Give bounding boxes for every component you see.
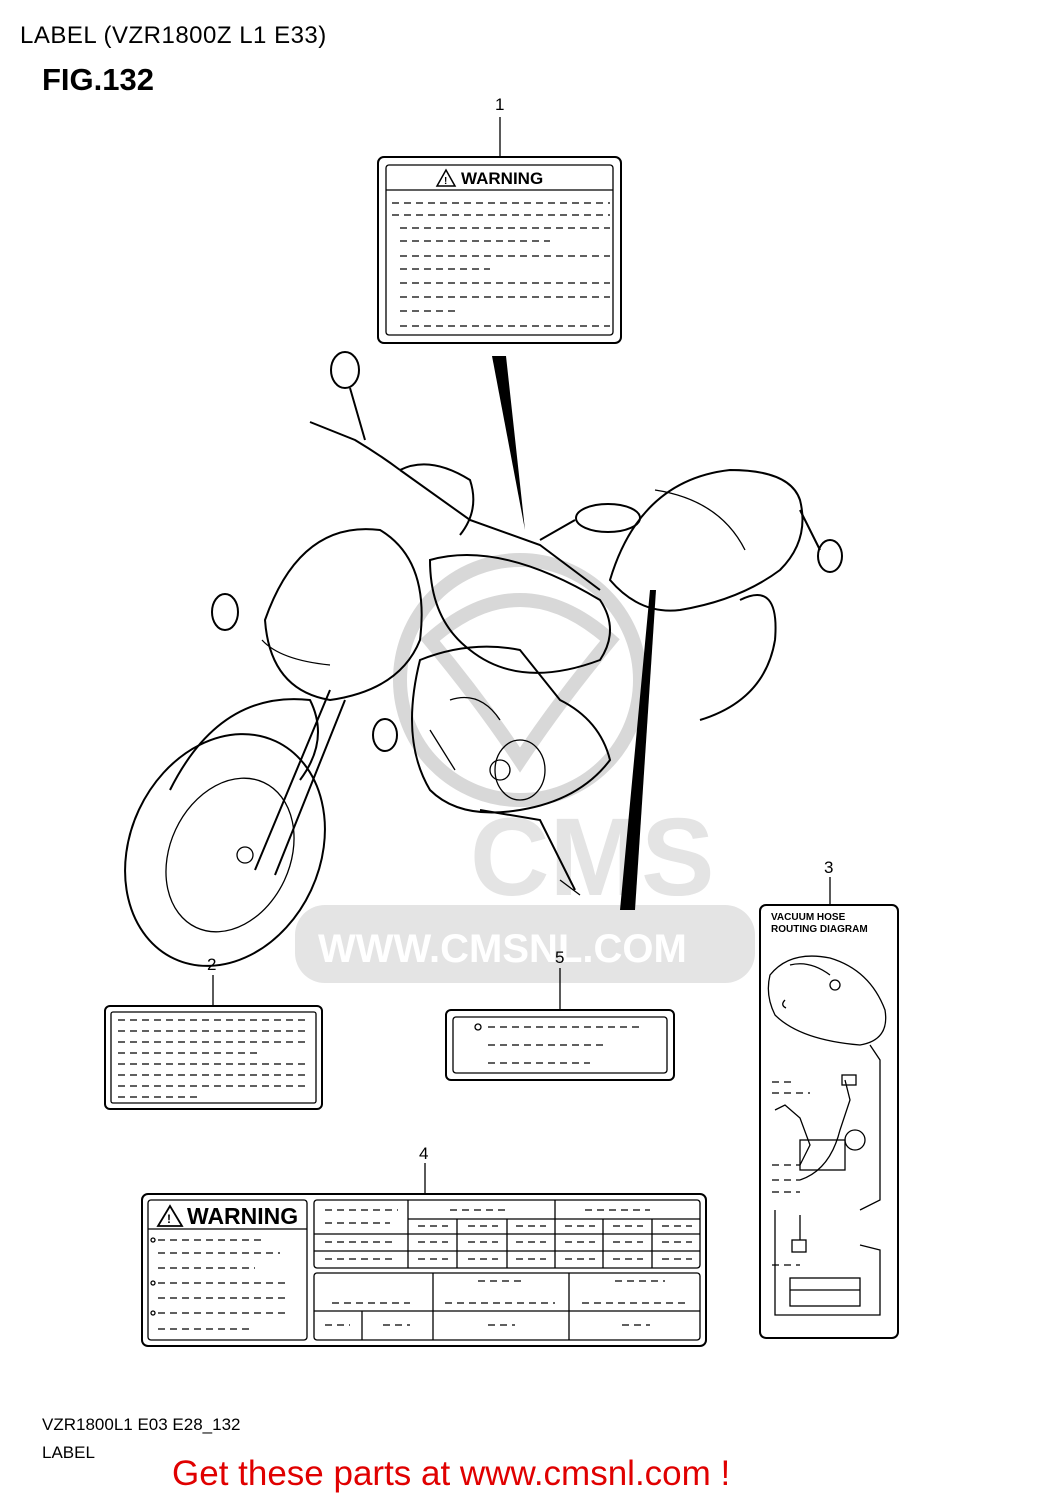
figure-number: FIG.132 xyxy=(42,62,154,97)
label-1-warning: ! WARNING xyxy=(377,117,622,344)
diagram-code: VZR1800L1 E03 E28_132 xyxy=(42,1415,241,1434)
label-4-warning-text: WARNING xyxy=(187,1203,298,1229)
svg-text:!: ! xyxy=(444,176,447,187)
leader-wedge-1 xyxy=(492,356,525,530)
promo-link[interactable]: Get these parts at www.cmsnl.com ! xyxy=(172,1454,731,1493)
label-3-vacuum-diagram: VACUUM HOSE ROUTING DIAGRAM xyxy=(759,877,899,1339)
watermark-logo-text: CMS xyxy=(470,796,714,919)
page-title: LABEL (VZR1800Z L1 E33) xyxy=(20,22,327,49)
callout-1: 1 xyxy=(495,95,504,114)
warning-triangle-icon xyxy=(435,168,457,187)
label-2 xyxy=(104,975,323,1110)
motorcycle-drawing xyxy=(124,351,843,967)
warning-triangle-icon xyxy=(156,1204,184,1227)
diagram-label: LABEL xyxy=(42,1443,95,1462)
callout-4: 4 xyxy=(419,1144,428,1163)
cms-logo-watermark: CMS WWW.CMSNL.COM xyxy=(295,553,755,983)
watermark-url: WWW.CMSNL.COM xyxy=(318,927,687,971)
vacuum-title-1: VACUUM HOSE xyxy=(771,912,846,923)
callout-2: 2 xyxy=(207,955,216,974)
label-4-warning-table: ! WARNING xyxy=(141,1163,707,1347)
leader-wedge-5 xyxy=(620,590,656,910)
callout-5: 5 xyxy=(555,948,564,967)
label-1-warning-text: WARNING xyxy=(461,169,543,188)
label-5 xyxy=(445,968,675,1081)
callout-3: 3 xyxy=(824,858,833,877)
vacuum-title-2: ROUTING DIAGRAM xyxy=(771,924,868,935)
svg-text:!: ! xyxy=(167,1212,171,1226)
